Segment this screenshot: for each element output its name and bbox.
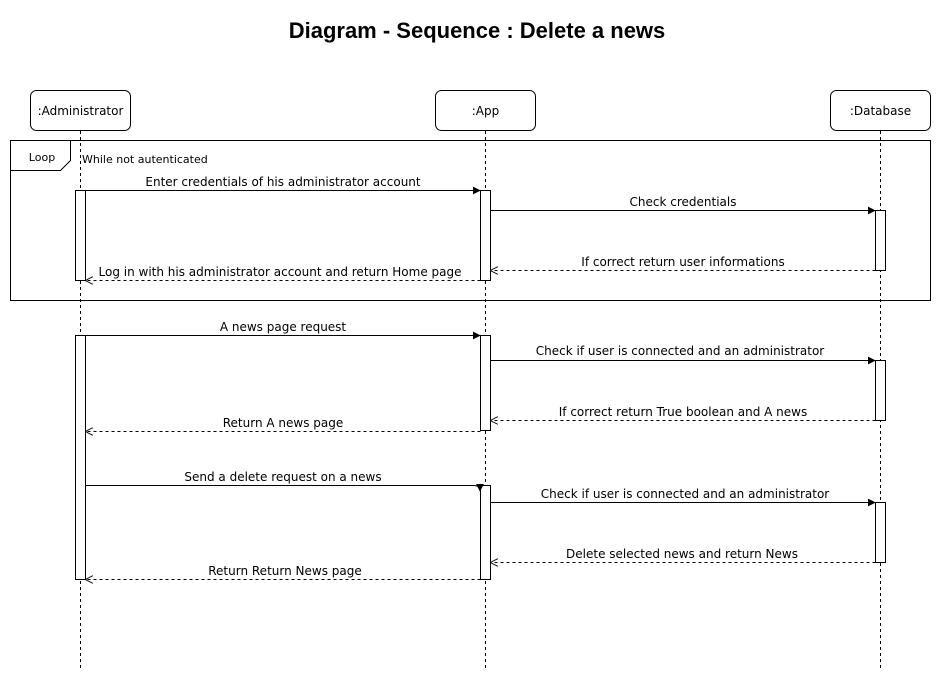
participant-database-label: :Database bbox=[850, 104, 911, 118]
message-7: If correct return True boolean and A new… bbox=[491, 405, 876, 421]
message-10: Check if user is connected and an admini… bbox=[490, 487, 876, 507]
activation-app-1 bbox=[480, 190, 491, 281]
activation-app-2 bbox=[480, 335, 491, 431]
message-3: If correct return user informations bbox=[491, 255, 876, 271]
message-1: Enter credentials of his administrator a… bbox=[85, 175, 481, 195]
message-label: If correct return user informations bbox=[581, 255, 784, 269]
message-11: Delete selected news and return News bbox=[491, 547, 876, 563]
message-label: Check credentials bbox=[630, 195, 737, 209]
participant-database: :Database bbox=[830, 90, 931, 131]
message-label: Enter credentials of his administrator a… bbox=[145, 175, 421, 189]
message-8: Return A news page bbox=[86, 416, 481, 432]
message-label: If correct return True boolean and A new… bbox=[559, 405, 807, 419]
message-2: Check credentials bbox=[490, 195, 876, 215]
participant-app: :App bbox=[435, 90, 536, 131]
participant-administrator-label: :Administrator bbox=[38, 104, 124, 118]
loop-frame: Loop While not autenticated bbox=[10, 140, 931, 301]
message-label: A news page request bbox=[220, 320, 347, 334]
activation-administrator-1 bbox=[75, 190, 86, 281]
activation-app-3 bbox=[480, 485, 491, 580]
loop-guard: While not autenticated bbox=[82, 153, 208, 166]
activation-database-3 bbox=[875, 502, 886, 563]
message-6: Check if user is connected and an admini… bbox=[490, 344, 876, 365]
message-12: Return Return News page bbox=[86, 564, 481, 580]
message-label: Check if user is connected and an admini… bbox=[536, 344, 825, 358]
activation-database-1 bbox=[875, 210, 886, 271]
activation-database-2 bbox=[875, 360, 886, 421]
participant-administrator: :Administrator bbox=[30, 90, 131, 131]
message-5: A news page request bbox=[85, 320, 481, 340]
message-4: Log in with his administrator account an… bbox=[86, 265, 481, 281]
message-9: Send a delete request on a news bbox=[85, 470, 484, 492]
message-label: Log in with his administrator account an… bbox=[99, 265, 462, 279]
loop-label: Loop bbox=[29, 151, 55, 164]
message-label: Send a delete request on a news bbox=[184, 470, 381, 484]
message-label: Return Return News page bbox=[208, 564, 361, 578]
message-label: Check if user is connected and an admini… bbox=[541, 487, 830, 501]
message-label: Return A news page bbox=[223, 416, 344, 430]
participant-app-label: :App bbox=[472, 104, 500, 118]
activation-administrator-2 bbox=[75, 335, 86, 580]
message-label: Delete selected news and return News bbox=[566, 547, 798, 561]
diagram-title: Diagram - Sequence : Delete a news bbox=[289, 18, 666, 43]
